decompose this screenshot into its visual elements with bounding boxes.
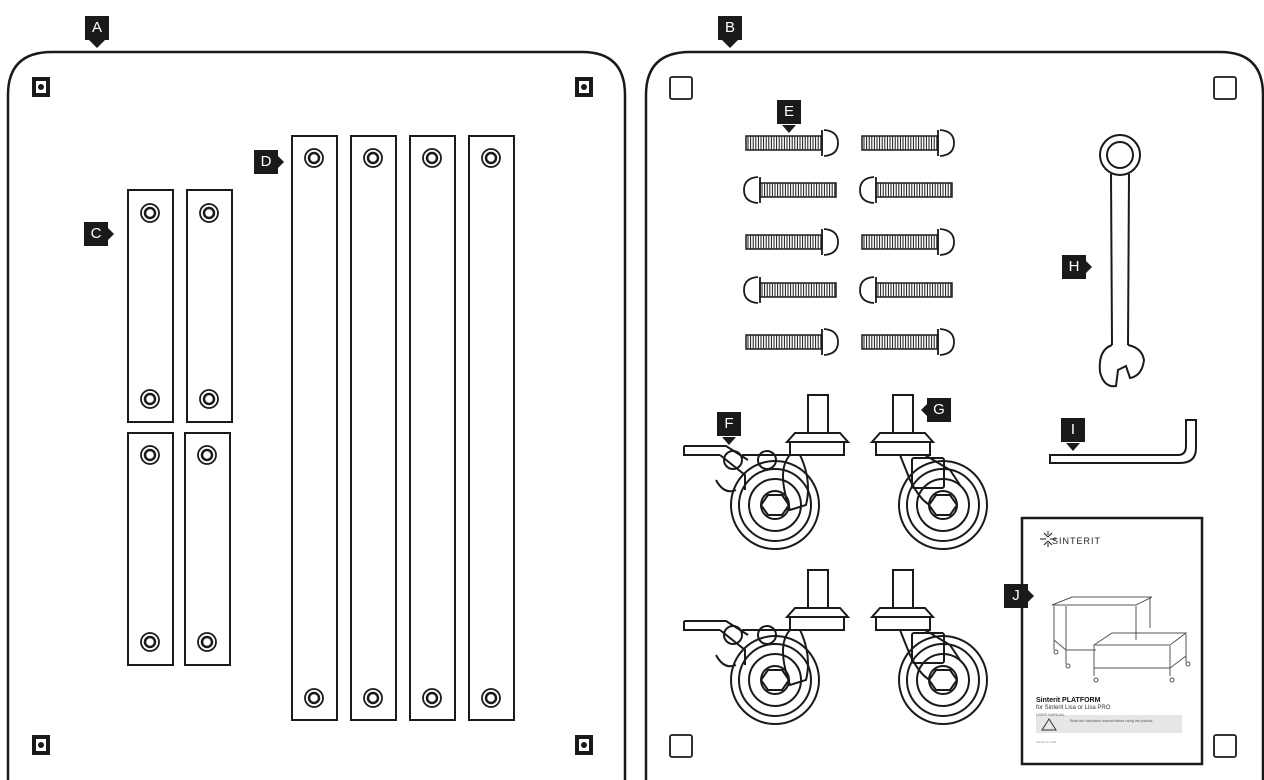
screw-icon [861, 228, 955, 256]
hole-icon [307, 151, 321, 165]
bar-holes [140, 148, 501, 708]
manual-warning: Read the instruction manual before using… [1070, 719, 1154, 723]
hole-icon [200, 448, 214, 462]
label-g: G [927, 398, 951, 422]
hole-icon [199, 389, 219, 409]
hole-icon [197, 445, 217, 465]
panel-a-corner-holes [32, 77, 593, 755]
screw-icon [861, 328, 955, 356]
hole-icon [366, 151, 380, 165]
manual-title: Sinterit PLATFORM [1036, 697, 1101, 704]
screw-icon [743, 176, 837, 204]
label-pointers [89, 40, 1092, 602]
short-brackets [127, 189, 233, 666]
panel-b [644, 50, 1264, 780]
screw-icon [743, 276, 837, 304]
panel-b-corner-squares [669, 76, 1237, 758]
caster-with-brake [683, 394, 851, 550]
sinterit-logo-icon [1040, 531, 1056, 547]
hole-icon [202, 206, 216, 220]
hole-icon [202, 392, 216, 406]
manual-brand: SINTERIT [1052, 536, 1102, 546]
wrench [1098, 134, 1146, 388]
label-d: D [254, 150, 278, 174]
hex-key [1049, 419, 1197, 464]
hole-icon [422, 688, 442, 708]
screw-icon [745, 328, 839, 356]
label-j: J [1004, 584, 1028, 608]
label-c: C [84, 222, 108, 246]
caster-plain-2 [871, 569, 988, 725]
hole-icon [484, 691, 498, 705]
caster-with-brake-2 [683, 569, 849, 725]
hole-icon [140, 445, 160, 465]
manual-subtitle: for Sinterit Lisa or Lisa PRO [1036, 705, 1111, 711]
manual-doc-type: USER MANUAL [1036, 712, 1065, 717]
hole-icon [140, 389, 160, 409]
panel-a [6, 50, 627, 780]
hole-icon [143, 206, 157, 220]
hole-icon [366, 691, 380, 705]
hole-icon [304, 688, 324, 708]
warning-icon [1041, 718, 1057, 731]
screw-icon [861, 129, 955, 157]
label-i: I [1061, 418, 1085, 442]
label-e: E [777, 100, 801, 124]
hole-icon [143, 392, 157, 406]
hole-icon [363, 148, 383, 168]
label-b: B [718, 16, 742, 40]
manual-footer: Version 1.0 EN [1036, 740, 1057, 744]
hole-icon [304, 148, 324, 168]
screw-icon [745, 129, 839, 157]
hole-icon [140, 203, 160, 223]
screw-icon [859, 176, 953, 204]
hole-icon [425, 151, 439, 165]
hole-icon [481, 148, 501, 168]
hole-icon [307, 691, 321, 705]
label-h: H [1062, 255, 1086, 279]
hole-icon [363, 688, 383, 708]
long-bars [291, 135, 515, 721]
hole-icon [199, 203, 219, 223]
label-a: A [85, 16, 109, 40]
hole-icon [143, 635, 157, 649]
screws [743, 129, 955, 356]
hole-icon [422, 148, 442, 168]
hole-icon [140, 632, 160, 652]
screw-icon [859, 276, 953, 304]
label-f: F [717, 412, 741, 436]
hole-icon [197, 632, 217, 652]
hole-icon [481, 688, 501, 708]
screw-icon [745, 228, 839, 256]
caster-plain [869, 394, 988, 550]
user-manual [1020, 516, 1204, 766]
hole-icon [484, 151, 498, 165]
hole-icon [425, 691, 439, 705]
manual-platform-illustration [1051, 596, 1191, 683]
hole-icon [200, 635, 214, 649]
hole-icon [143, 448, 157, 462]
